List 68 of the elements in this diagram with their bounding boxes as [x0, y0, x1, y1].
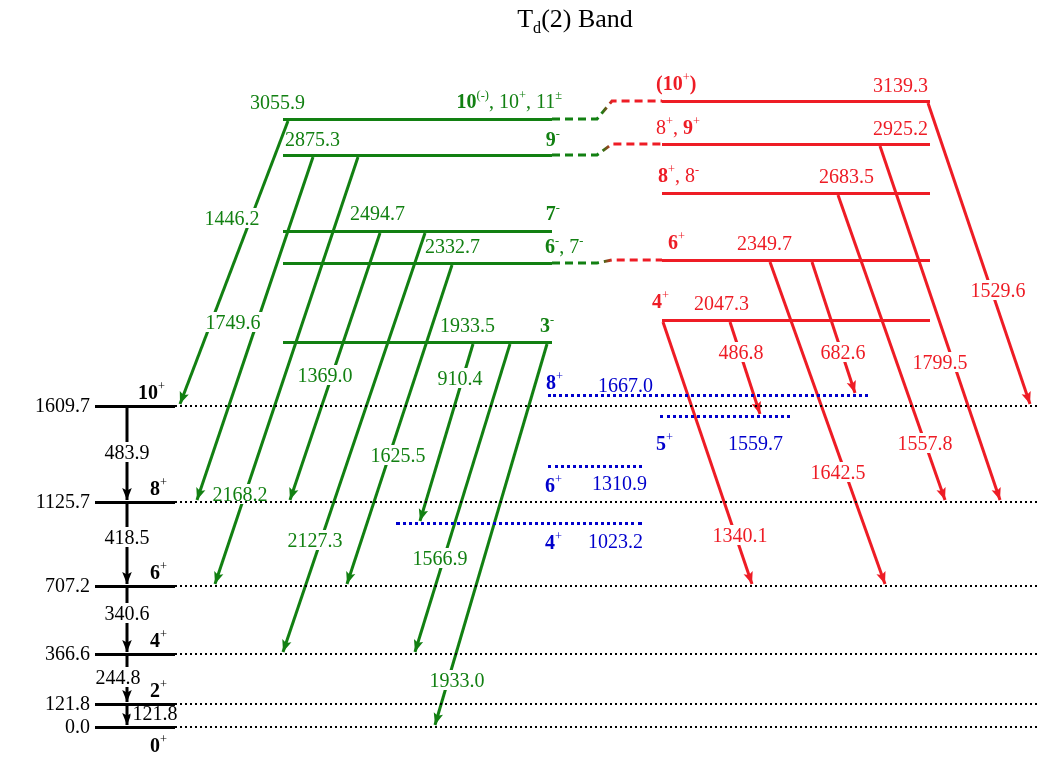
spin-parity-label: 7$^{-}$ — [545, 201, 560, 226]
spin-parity-label: 4$^{+}$ — [545, 530, 562, 555]
transition-arrow — [926, 102, 1032, 405]
spin-parity-label: 5$^{+}$ — [656, 431, 673, 456]
level-energy-label: 366.6 — [45, 641, 90, 664]
transition-energy-label: 486.8 — [716, 342, 766, 362]
transition-arrow — [281, 232, 427, 653]
spin-parity-label: 4$^{+}$ — [150, 628, 167, 653]
transition-arrow — [418, 343, 475, 522]
spin-parity-label: 8$^{+}$, 9$^{+}$ — [656, 115, 700, 140]
level-energy-label: 2683.5 — [819, 164, 874, 187]
transition-arrow — [195, 156, 315, 501]
diagram-title: T$_{d}$(2) Band — [516, 4, 634, 34]
level-energy-label: 3139.3 — [873, 73, 928, 96]
transition-energy-label: 2127.3 — [285, 530, 345, 550]
transition-arrow — [836, 194, 947, 501]
transition-energy-label: 418.5 — [102, 527, 152, 547]
level-energy-label: 2875.3 — [285, 127, 340, 150]
level-energy-label: 2349.7 — [737, 231, 792, 254]
spin-parity-label: 6$^{-}$, 7$^{-}$ — [545, 234, 584, 259]
level-energy-label: 1559.7 — [728, 431, 783, 454]
transition-energy-label: 910.4 — [435, 368, 485, 388]
level-energy-label: 707.2 — [45, 573, 90, 596]
transition-arrow — [661, 321, 754, 585]
transition-arrow — [413, 343, 512, 653]
level-energy-label: 2925.2 — [873, 116, 928, 139]
spin-parity-label: 6$^{+}$ — [668, 230, 685, 255]
transition-arrow — [178, 120, 290, 405]
transition-energy-label: 483.9 — [102, 442, 152, 462]
transition-arrow — [345, 264, 454, 585]
level-energy-label: 0.0 — [65, 714, 90, 737]
transition-energy-label: 340.6 — [102, 603, 152, 623]
level-energy-label: 1310.9 — [592, 471, 647, 494]
transition-arrow — [878, 145, 1002, 501]
dashed-link-line — [552, 142, 662, 157]
dashed-link-line — [552, 258, 662, 265]
transition-energy-label: 682.6 — [818, 342, 868, 362]
spin-parity-label: (10$^{+}$) — [656, 71, 697, 97]
spin-parity-label: 2$^{+}$ — [150, 678, 167, 703]
transition-arrow — [122, 706, 132, 725]
spin-parity-label: 3$^{-}$ — [540, 313, 555, 338]
spin-parity-label: 6$^{+}$ — [545, 473, 562, 498]
level-energy-label: 2047.3 — [694, 291, 749, 314]
transition-arrow — [768, 261, 887, 585]
level-energy-label: 1023.2 — [588, 529, 643, 552]
spin-parity-label: 10$^{(-)}$, 10$^{+}$, 11$^{±}$ — [456, 89, 562, 114]
spin-parity-label: 0$^{+}$ — [150, 733, 167, 758]
level-energy-label: 2332.7 — [425, 234, 480, 257]
transition-energy-label: 244.8 — [93, 667, 143, 687]
spin-parity-label: 4$^{+}$ — [652, 289, 669, 314]
level-energy-label: 1125.7 — [35, 489, 90, 512]
transition-energy-label: 1749.6 — [203, 312, 263, 332]
level-energy-label: 3055.9 — [250, 90, 305, 113]
level-energy-label: 1667.0 — [598, 373, 653, 396]
level-energy-label: 2494.7 — [350, 201, 405, 224]
transition-arrow — [288, 232, 382, 501]
transition-arrow — [433, 343, 549, 726]
dashed-link-line — [552, 99, 662, 121]
level-energy-label: 1933.5 — [440, 313, 495, 336]
level-energy-label: 1609.7 — [35, 393, 90, 416]
level-energy-label: 121.8 — [45, 691, 90, 714]
spin-parity-label: 8$^{+}$, 8$^{-}$ — [658, 163, 700, 188]
transition-arrow — [213, 156, 360, 585]
spin-parity-label: 9$^{-}$ — [545, 127, 560, 152]
spin-parity-label: 6$^{+}$ — [150, 560, 167, 585]
spin-parity-label: 10$^{+}$ — [138, 380, 165, 405]
spin-parity-label: 8$^{+}$ — [150, 476, 167, 501]
spin-parity-label: 8$^{+}$ — [546, 370, 563, 395]
